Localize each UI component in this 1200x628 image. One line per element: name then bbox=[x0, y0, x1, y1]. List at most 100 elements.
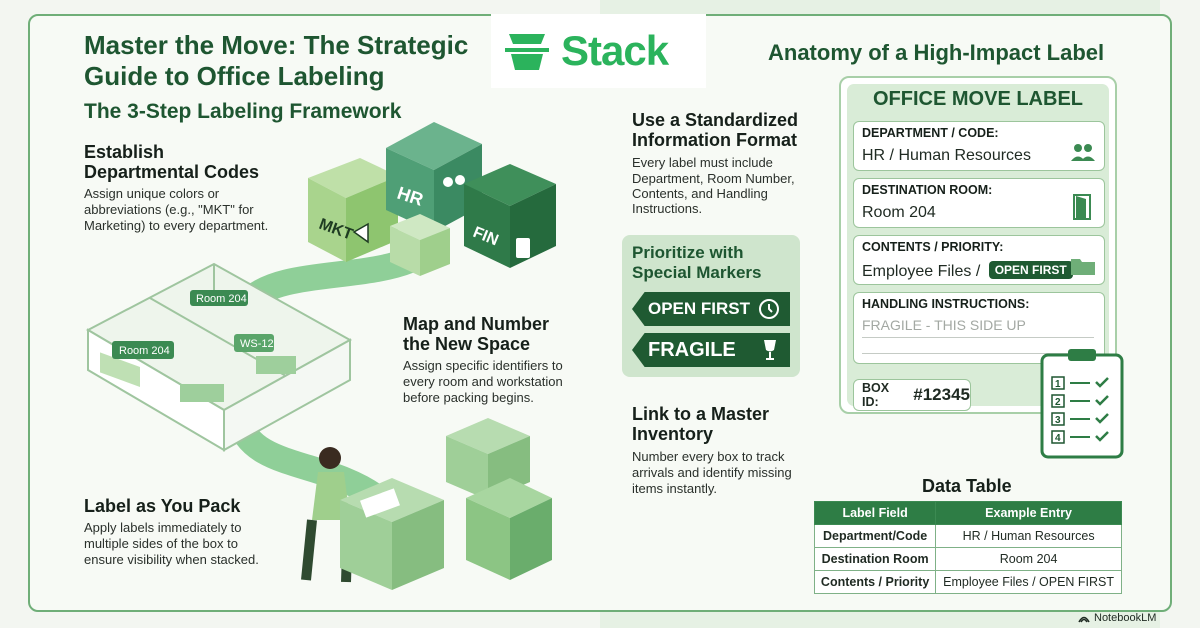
field-department-value: HR / Human Resources bbox=[862, 147, 1031, 164]
inventory-desc-line-2: arrivals and identify missing bbox=[632, 465, 792, 480]
checklist-number-1: 1 bbox=[1055, 379, 1061, 390]
checklist-number-4: 4 bbox=[1055, 433, 1061, 444]
stack-logo: Stack bbox=[491, 14, 706, 88]
inventory-title-line-1: Link to a Master bbox=[632, 404, 770, 424]
room-tag-1 bbox=[112, 341, 174, 359]
inventory-desc-line-1: Number every box to track bbox=[632, 449, 785, 464]
box-id-label: BOX ID: bbox=[862, 381, 890, 409]
data-table-header-example: Example Entry bbox=[935, 501, 1122, 525]
page-title-line-1: Master the Move: The Strategic bbox=[84, 30, 469, 60]
field-destination-label: DESTINATION ROOM: bbox=[862, 183, 993, 197]
data-table-header-field: Label Field bbox=[813, 501, 937, 525]
room-tag-2-text: Room 204 bbox=[196, 293, 247, 305]
step-2-title-line-1: Map and Number bbox=[403, 314, 550, 334]
notebooklm-icon bbox=[1078, 616, 1090, 623]
table-cell-key: Destination Room bbox=[813, 547, 937, 571]
fragile-text: FRAGILE bbox=[648, 338, 736, 361]
handling-line-2 bbox=[862, 353, 1094, 354]
megaphone-icon bbox=[352, 222, 369, 244]
standardized-desc-line-3: Contents, and Handling bbox=[632, 186, 768, 201]
folder-icon bbox=[1071, 259, 1095, 275]
framework-title: The 3-Step Labeling Framework bbox=[84, 100, 402, 123]
fragile-tag: FRAGILE bbox=[632, 333, 790, 367]
checklist-clipboard-icon: 1 2 3 4 bbox=[1040, 349, 1124, 459]
field-destination: DESTINATION ROOM: Room 204 bbox=[853, 178, 1105, 228]
step-3-desc-line-1: Apply labels immediately to bbox=[84, 520, 242, 535]
step-3-desc-line-3: ensure visibility when stacked. bbox=[84, 552, 259, 567]
field-handling: HANDLING INSTRUCTIONS: FRAGILE - THIS SI… bbox=[853, 292, 1105, 364]
clock-icon bbox=[759, 299, 779, 319]
step-2-title-line-2: the New Space bbox=[403, 334, 531, 354]
box-mkt: MKT bbox=[308, 158, 398, 262]
room-tag-1-text: Room 204 bbox=[119, 345, 170, 357]
data-table-title: Data Table bbox=[922, 476, 1012, 496]
inventory-title-line-2: Inventory bbox=[632, 424, 714, 444]
people-icon bbox=[1071, 144, 1095, 161]
credit-text: NotebookLM bbox=[1094, 612, 1157, 624]
table-cell-value: Employee Files / OPEN FIRST bbox=[935, 570, 1122, 594]
room-tag-2 bbox=[190, 290, 248, 306]
standardized-desc-line-1: Every label must include bbox=[632, 155, 773, 170]
table-cell-value: HR / Human Resources bbox=[935, 524, 1122, 548]
step-3-desc-line-2: multiple sides of the box to bbox=[84, 536, 238, 551]
checklist-number-3: 3 bbox=[1055, 415, 1061, 426]
box-id-field: BOX ID: #12345 bbox=[853, 379, 971, 411]
packed-boxes bbox=[340, 418, 552, 590]
field-handling-label: HANDLING INSTRUCTIONS: bbox=[862, 297, 1030, 311]
step-1-desc-line-2: abbreviations (e.g., "MKT" for bbox=[84, 202, 254, 217]
markers-title-line-2: Special Markers bbox=[632, 263, 762, 282]
page-title-line-2: Guide to Office Labeling bbox=[84, 61, 385, 91]
step-1-desc-line-1: Assign unique colors or bbox=[84, 186, 220, 201]
standardized-desc-line-4: Instructions. bbox=[632, 201, 703, 216]
standardized-desc-line-2: Department, Room Number, bbox=[632, 171, 795, 186]
step-2-desc-line-3: before packing begins. bbox=[403, 390, 534, 405]
office-move-label-card: OFFICE MOVE LABEL DEPARTMENT / CODE: HR … bbox=[839, 76, 1117, 414]
calculator-icon bbox=[516, 238, 530, 258]
table-cell-key: Department/Code bbox=[813, 524, 937, 548]
open-first-badge: OPEN FIRST bbox=[988, 261, 1073, 279]
door-icon bbox=[1073, 194, 1091, 220]
checklist-number-2: 2 bbox=[1055, 397, 1061, 408]
field-destination-value: Room 204 bbox=[862, 204, 936, 221]
label-sheet bbox=[360, 488, 400, 518]
data-table-header-row: Label Field Example Entry bbox=[813, 501, 1122, 525]
step-2-desc-line-2: every room and workstation bbox=[403, 374, 563, 389]
table-row: Department/Code HR / Human Resources bbox=[813, 524, 1122, 548]
table-cell-value: Room 204 bbox=[935, 547, 1122, 571]
field-contents: CONTENTS / PRIORITY: Employee Files / OP… bbox=[853, 235, 1105, 285]
people-icon bbox=[443, 177, 453, 187]
box-small bbox=[390, 214, 450, 276]
step-1-title-line-2: Departmental Codes bbox=[84, 162, 260, 182]
step-1-title-line-1: Establish bbox=[84, 142, 165, 162]
label-card-inner: OFFICE MOVE LABEL DEPARTMENT / CODE: HR … bbox=[847, 84, 1109, 411]
open-first-tag: OPEN FIRST bbox=[632, 292, 790, 326]
standardized-title-line-2: Information Format bbox=[632, 130, 797, 150]
stack-logo-text: Stack bbox=[561, 27, 669, 74]
label-card-heading: OFFICE MOVE LABEL bbox=[873, 88, 1083, 110]
workstation-tag bbox=[234, 334, 274, 352]
field-contents-value-row: Employee Files / OPEN FIRST bbox=[862, 261, 1073, 281]
field-department-label: DEPARTMENT / CODE: bbox=[862, 126, 999, 140]
box-fin: FIN bbox=[464, 164, 556, 268]
step-1-desc-line-3: Marketing) to every department. bbox=[84, 218, 269, 233]
stack-logo-icon bbox=[505, 34, 549, 70]
step-3-title: Label as You Pack bbox=[84, 496, 241, 516]
data-table: Label Field Example Entry Department/Cod… bbox=[813, 501, 1122, 594]
broken-glass-icon bbox=[764, 340, 776, 360]
field-contents-value: Employee Files / bbox=[862, 263, 981, 280]
handling-line-1 bbox=[862, 337, 1094, 338]
anatomy-title: Anatomy of a High-Impact Label bbox=[768, 40, 1105, 65]
open-first-text: OPEN FIRST bbox=[648, 299, 751, 318]
standardized-title-line-1: Use a Standardized bbox=[632, 110, 799, 130]
box-id-value: #12345 bbox=[913, 385, 970, 404]
field-handling-value: FRAGILE - THIS SIDE UP bbox=[862, 317, 1026, 333]
moving-illustration: MKT HR FIN Room 204 Room 204 WS- bbox=[85, 122, 556, 590]
inventory-desc-line-3: items instantly. bbox=[632, 481, 718, 496]
table-row: Contents / Priority Employee Files / OPE… bbox=[813, 570, 1122, 594]
notebooklm-credit: NotebookLM bbox=[1078, 612, 1156, 624]
table-cell-key: Contents / Priority bbox=[813, 570, 937, 594]
markers-title-line-1: Prioritize with bbox=[632, 243, 744, 262]
field-department: DEPARTMENT / CODE: HR / Human Resources bbox=[853, 121, 1105, 171]
office-floorplan: Room 204 Room 204 WS-12 bbox=[85, 262, 353, 452]
field-contents-label: CONTENTS / PRIORITY: bbox=[862, 240, 1004, 254]
